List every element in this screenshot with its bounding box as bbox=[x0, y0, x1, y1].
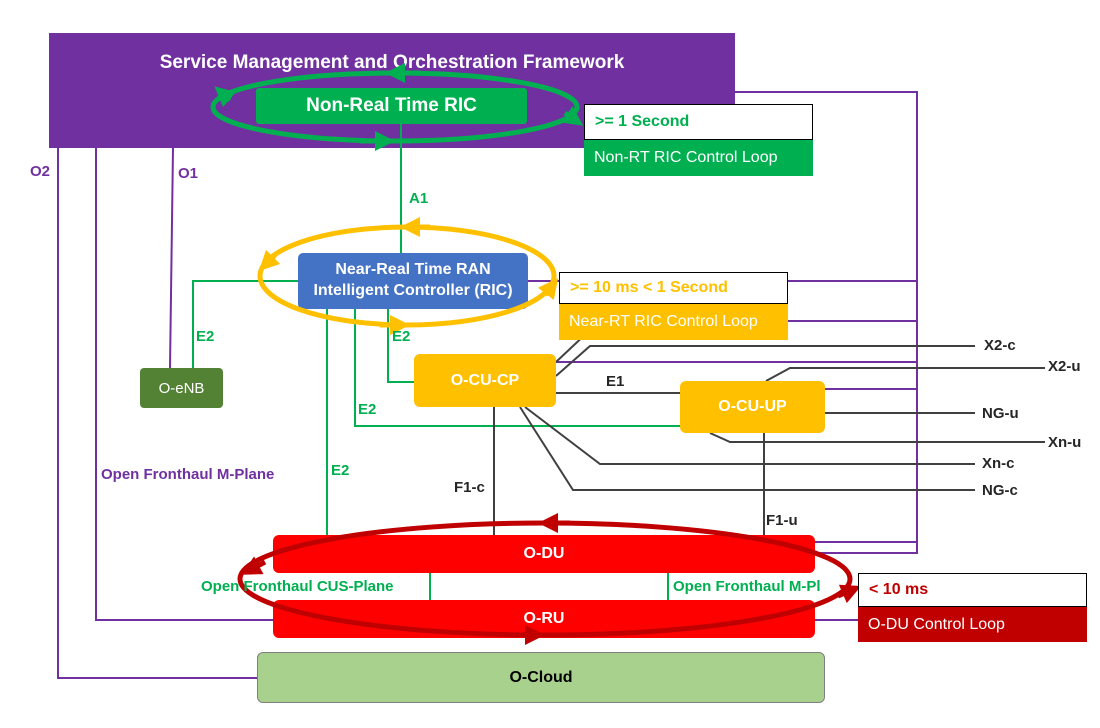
x2u-line bbox=[765, 367, 1045, 382]
f1u-label: F1-u bbox=[766, 512, 798, 529]
non-rt-loop-timing: >= 1 Second bbox=[584, 104, 813, 140]
o-cloud-node[interactable]: O-Cloud bbox=[257, 652, 825, 703]
o-du-loop-name: O-DU Control Loop bbox=[858, 607, 1087, 642]
e2-odu-label: E2 bbox=[331, 462, 350, 479]
e2-cucp-line bbox=[387, 309, 414, 383]
f1c-label: F1-c bbox=[454, 479, 485, 496]
o-cu-up-node[interactable]: O-CU-UP bbox=[680, 381, 825, 433]
x2c-line bbox=[555, 345, 975, 377]
x2c-label: X2-c bbox=[984, 337, 1016, 354]
ngu-label: NG-u bbox=[982, 405, 1019, 422]
o-du-loop-timing: < 10 ms bbox=[858, 573, 1087, 607]
near-rt-ric-line2: Intelligent Controller (RIC) bbox=[313, 282, 513, 299]
o2-label: O2 bbox=[30, 163, 51, 180]
x2u-label: X2-u bbox=[1048, 358, 1081, 375]
ngc-label: NG-c bbox=[982, 482, 1018, 499]
near-rt-ric-node[interactable]: Near-Real Time RAN Intelligent Controlle… bbox=[298, 253, 528, 309]
e2-cucp-label: E2 bbox=[392, 328, 411, 345]
near-rt-control-loop-ellipse bbox=[257, 224, 557, 328]
near-rt-loop-timing: >= 10 ms < 1 Second bbox=[559, 272, 788, 304]
smo-title: Service Management and Orchestration Fra… bbox=[159, 52, 625, 73]
xnu-label: Xn-u bbox=[1048, 434, 1082, 451]
a1-label: A1 bbox=[409, 190, 429, 207]
xnc-label: Xn-c bbox=[982, 455, 1015, 472]
o-enb-node[interactable]: O-eNB bbox=[140, 368, 223, 408]
fronthaul-cus-plane-label: Open Fronthaul CUS-Plane bbox=[201, 578, 394, 595]
xnc-line bbox=[524, 406, 975, 465]
near-rt-loop-name: Near-RT RIC Control Loop bbox=[559, 304, 788, 340]
fronthaul-m-plane-right-label: Open Fronthaul M-Pl bbox=[673, 578, 821, 595]
e1-label: E1 bbox=[606, 373, 625, 390]
o2-line bbox=[57, 148, 257, 679]
non-rt-ric-node[interactable]: Non-Real Time RIC bbox=[256, 88, 527, 124]
right-bus-line bbox=[735, 91, 918, 554]
o-cu-cp-node[interactable]: O-CU-CP bbox=[414, 354, 556, 407]
o1-line bbox=[169, 147, 174, 369]
m-plane-line bbox=[95, 148, 273, 621]
fronthaul-m-plane-label: Open Fronthaul M-Plane bbox=[101, 466, 275, 483]
non-rt-control-loop-ellipse bbox=[210, 70, 580, 144]
xnu-line bbox=[709, 432, 1045, 443]
non-rt-loop-name: Non-RT RIC Control Loop bbox=[584, 140, 813, 176]
o1-label: O1 bbox=[178, 165, 199, 182]
e2-oenb-label: E2 bbox=[196, 328, 215, 345]
near-rt-ric-line1: Near-Real Time RAN bbox=[335, 261, 491, 279]
o-du-node[interactable]: O-DU bbox=[273, 535, 815, 573]
e2-cuup-label: E2 bbox=[358, 401, 377, 418]
ngc-line bbox=[519, 406, 975, 491]
e2-cuup-line bbox=[354, 309, 680, 427]
